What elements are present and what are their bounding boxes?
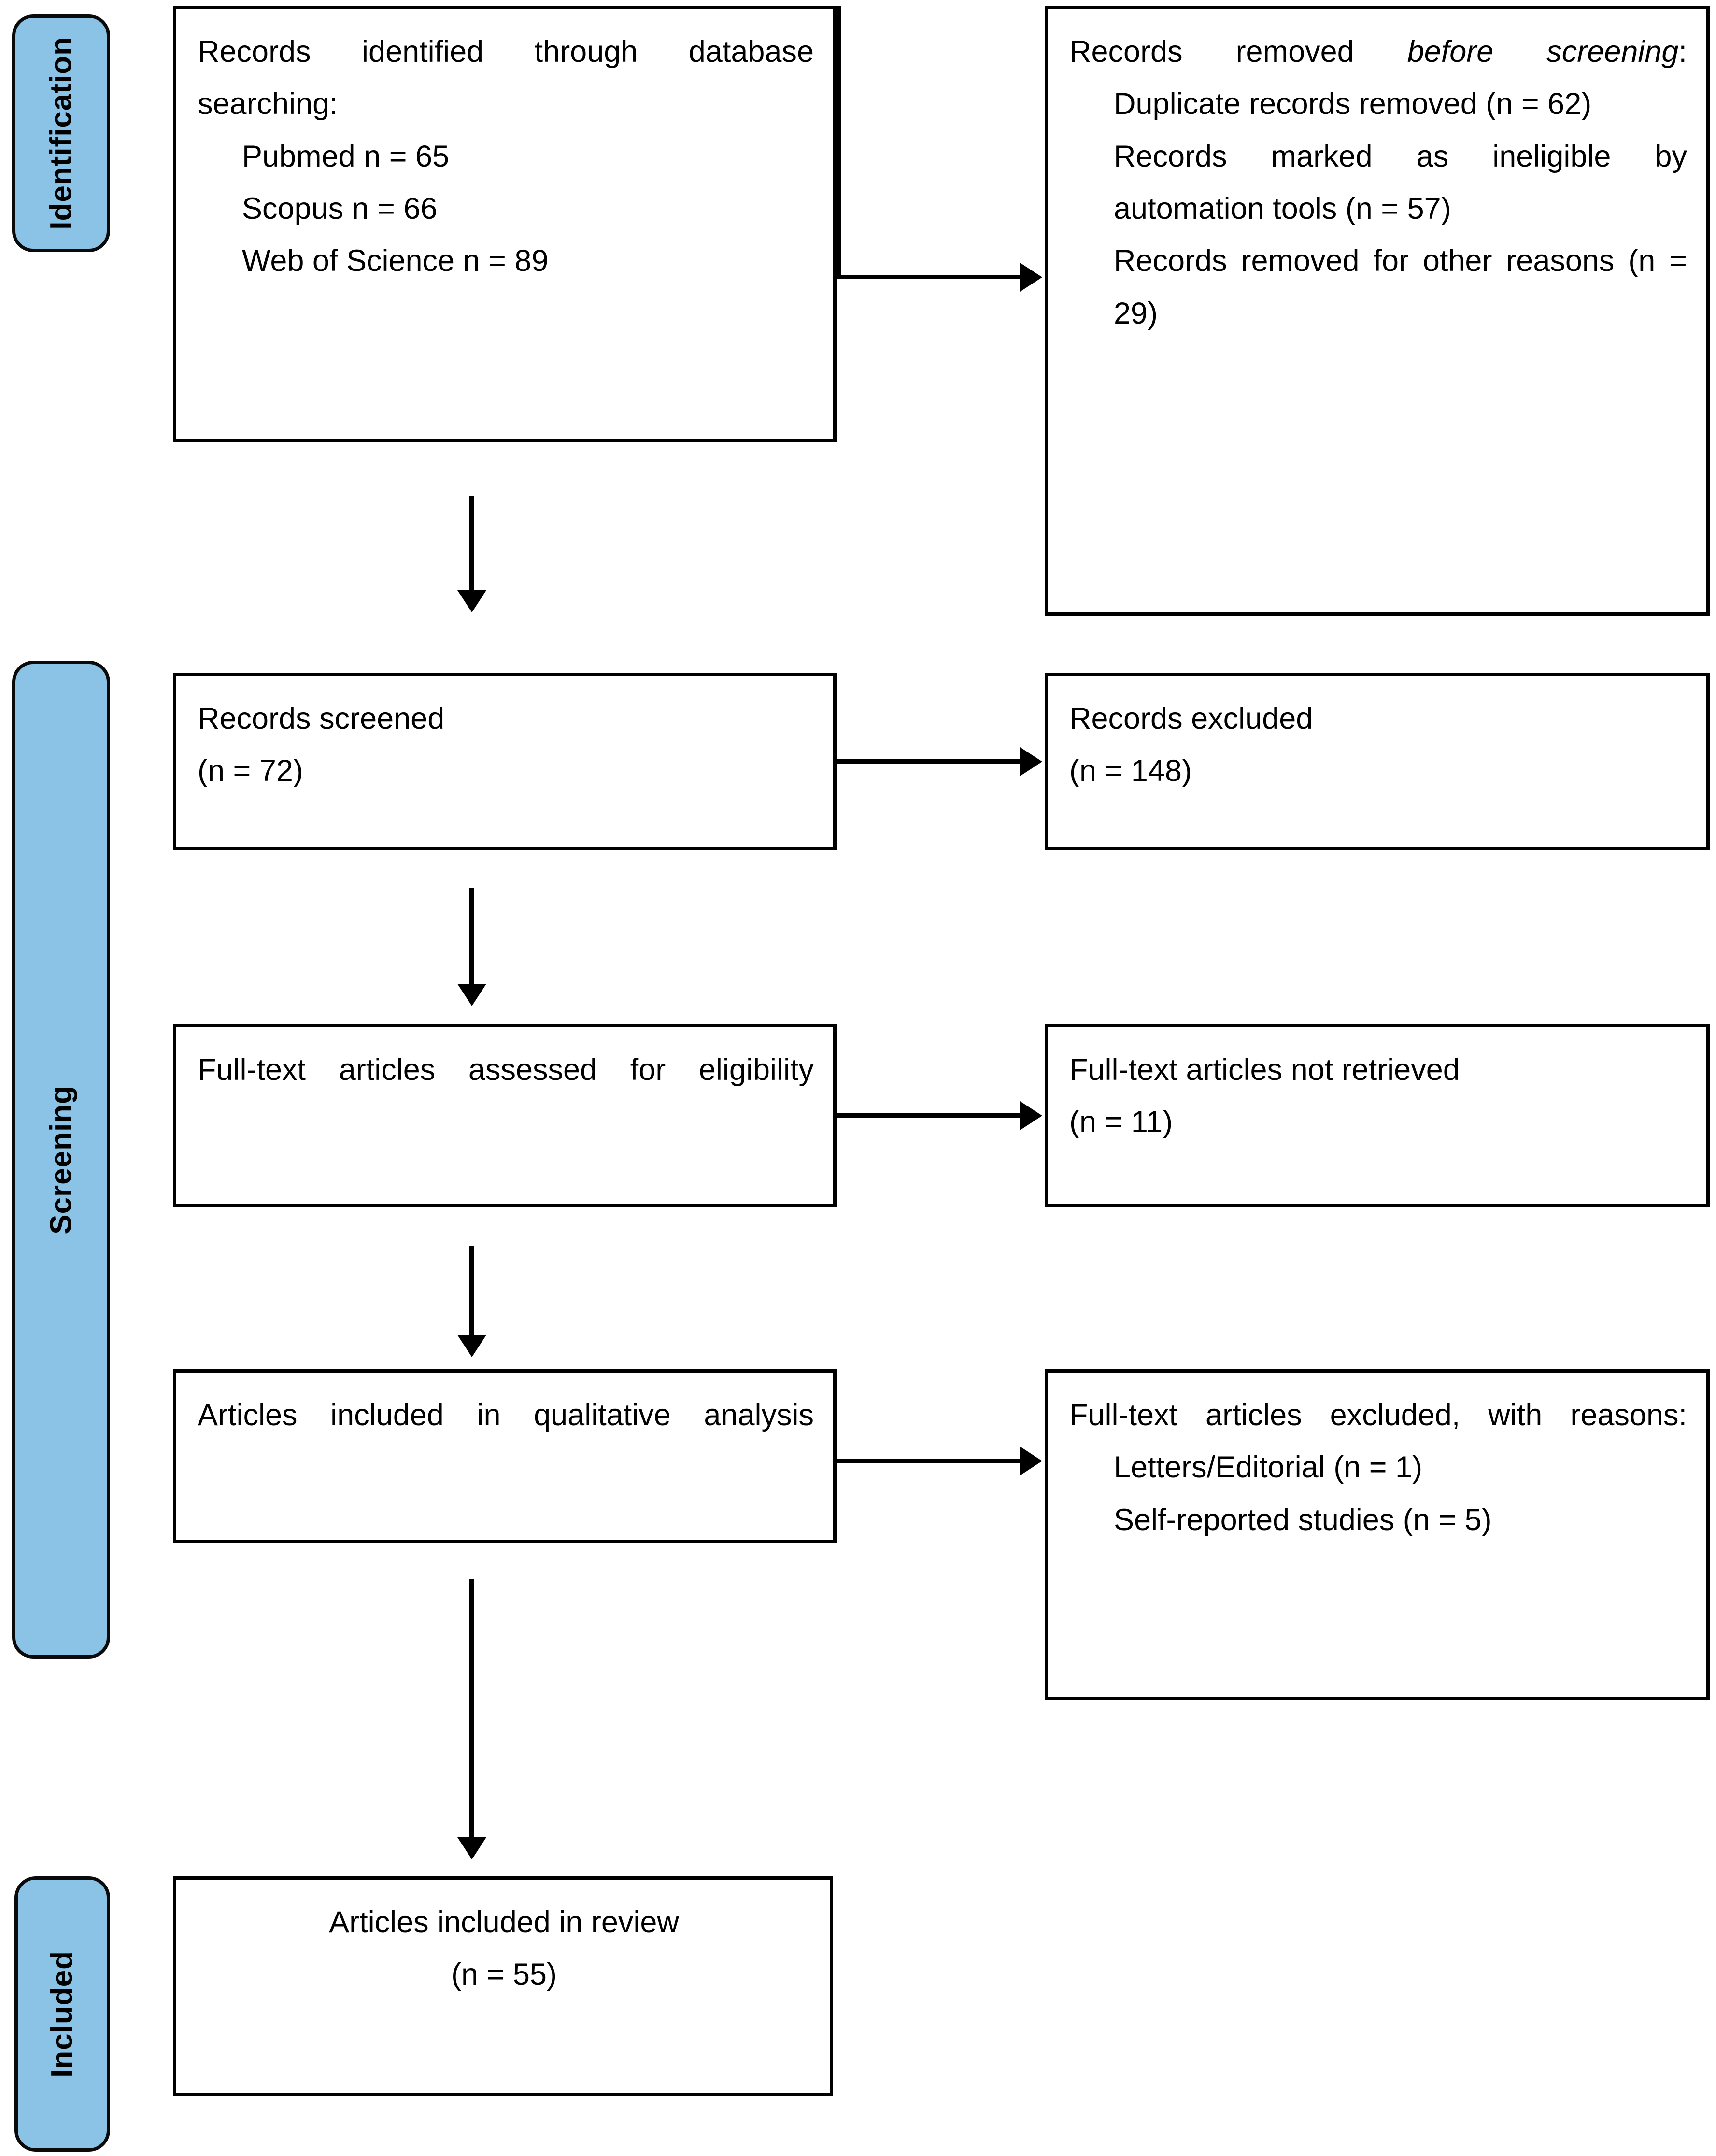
records-removed-heading-prefix: Records removed [1069,35,1407,69]
fulltext-excluded-heading: Full-text articles excluded, with reason… [1069,1398,1687,1432]
connector-identified-to-screened-line [469,496,474,593]
arrow-down-icon-qualitative-to-review [457,1837,486,1859]
connector-screened-to-excluded-line [837,759,1021,764]
records-identified-item-pubmed: Pubmed n = 65 [242,139,450,173]
records-removed-item-automation: Records marked as ineligible by automati… [1114,139,1687,226]
records-removed-item-other: Records removed for other reasons (n = 2… [1114,244,1687,330]
records-identified-item-wos: Web of Science n = 89 [242,244,549,278]
stage-label-identification: Identification [44,37,78,230]
connector-fulltext-to-notretrieved-line [837,1113,1021,1118]
fulltext-excluded-item-selfreported: Self-reported studies (n = 5) [1114,1503,1492,1537]
records-excluded-title: Records excluded [1069,702,1313,736]
stage-pill-screening: Screening [12,661,110,1659]
fulltext-not-retrieved-title: Full-text articles not retrieved [1069,1053,1460,1087]
arrow-right-icon-identified-to-removed [1020,263,1042,292]
arrow-down-icon-fulltext-to-qualitative [457,1335,486,1357]
records-removed-heading-italic: before screening [1407,35,1679,69]
box-qualitative-analysis: Articles included in qualitative analysi… [173,1369,837,1543]
arrow-right-icon-qualitative-to-excluded [1020,1447,1042,1475]
articles-included-title: Articles included in review [329,1905,679,1939]
stage-label-screening: Screening [44,1085,78,1234]
connector-qualitative-to-excluded-line [837,1459,1021,1463]
records-identified-heading: Records identified through database sear… [198,35,814,121]
connector-qualitative-to-review-line [469,1579,474,1840]
stage-pill-included: Included [14,1876,110,2152]
box-records-removed-before-screening: Records removed before screening: Duplic… [1045,6,1710,616]
connector-identified-to-removed-line [837,275,1021,279]
box-fulltext-excluded-with-reasons: Full-text articles excluded, with reason… [1045,1369,1710,1700]
records-excluded-count: (n = 148) [1069,754,1192,788]
stage-pill-identification: Identification [12,14,110,252]
records-removed-heading: Records removed before screening: [1069,26,1687,78]
box-articles-included-in-review: Articles included in review (n = 55) [173,1876,833,2096]
box-records-excluded: Records excluded (n = 148) [1045,673,1710,850]
records-removed-heading-suffix: : [1678,35,1687,69]
fulltext-assessed-title: Full-text articles assessed for eligibil… [198,1053,814,1087]
stage-label-included: Included [45,1950,79,2078]
records-screened-title: Records screened [198,702,445,736]
arrow-down-icon-screened-to-fulltext [457,984,486,1006]
connector-fulltext-to-qualitative-line [469,1246,474,1338]
connector-identified-stub-vertical [837,6,841,277]
qualitative-analysis-title: Articles included in qualitative analysi… [198,1398,814,1432]
box-fulltext-assessed: Full-text articles assessed for eligibil… [173,1024,837,1207]
arrow-down-icon-identified-to-screened [457,590,486,612]
connector-screened-to-fulltext-line [469,888,474,987]
fulltext-not-retrieved-count: (n = 11) [1069,1105,1173,1139]
arrow-right-icon-fulltext-to-notretrieved [1020,1101,1042,1130]
records-screened-count: (n = 72) [198,754,303,788]
records-identified-item-scopus: Scopus n = 66 [242,192,438,226]
records-removed-item-duplicates: Duplicate records removed (n = 62) [1114,87,1592,121]
box-records-screened: Records screened (n = 72) [173,673,837,850]
arrow-right-icon-screened-to-excluded [1020,747,1042,776]
box-records-identified: Records identified through database sear… [173,6,837,442]
articles-included-count: (n = 55) [451,1957,557,1992]
fulltext-excluded-item-letters: Letters/Editorial (n = 1) [1114,1450,1423,1485]
box-fulltext-not-retrieved: Full-text articles not retrieved (n = 11… [1045,1024,1710,1207]
